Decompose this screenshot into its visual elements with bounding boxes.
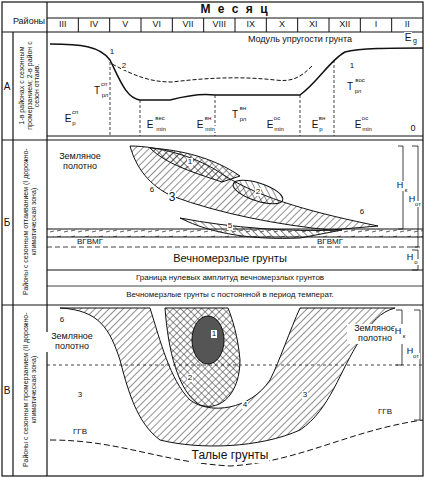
label: Земляное полотно: [46, 332, 98, 352]
label: 6: [149, 186, 155, 195]
row-description: 1-в районах с сезонным промерзанием; 2-в…: [18, 33, 41, 139]
label: Граница нулевых амплитуд вечномерзлых гр…: [135, 274, 325, 283]
label: VIII: [212, 20, 228, 30]
label: 2: [121, 62, 127, 71]
label: Б: [3, 217, 12, 228]
label: E: [404, 32, 413, 43]
label: min: [204, 126, 216, 133]
label: 6: [359, 208, 365, 217]
label: сп: [100, 81, 108, 88]
label: рл: [239, 116, 248, 123]
label: о: [413, 259, 418, 266]
label: XI: [308, 20, 319, 30]
label: 3: [77, 391, 83, 400]
label: 1: [109, 48, 115, 57]
label: 3: [168, 191, 177, 204]
label: 1: [349, 62, 355, 71]
label: min: [273, 126, 285, 133]
label: ГГВ: [377, 408, 393, 417]
label: к: [402, 333, 407, 340]
label: VI: [151, 20, 162, 30]
label: 5: [227, 222, 233, 231]
month-divider: [172, 18, 173, 32]
label: А: [3, 81, 12, 92]
label: 1: [187, 158, 193, 167]
label: ГГВ: [72, 428, 88, 437]
label: III: [58, 20, 68, 30]
label: 2: [255, 188, 261, 197]
label: 0: [409, 124, 416, 134]
month-divider: [266, 18, 267, 32]
month-divider: [329, 18, 330, 32]
row-description: Районы с сезонным оттаиванием (I дорожно…: [22, 141, 37, 303]
label: р: [318, 126, 323, 133]
label: сп: [71, 109, 79, 116]
label: min: [361, 126, 373, 133]
label: вн: [204, 115, 213, 122]
label: рл: [354, 88, 363, 95]
month-divider: [360, 18, 361, 32]
month-divider: [203, 18, 204, 32]
label: min: [155, 126, 167, 133]
label: ВГВМГ: [316, 238, 344, 247]
label: 3: [302, 391, 308, 400]
label: ВГВМГ: [76, 238, 104, 247]
label: рл: [101, 92, 110, 99]
label: от: [414, 201, 422, 208]
label: 1: [211, 330, 217, 339]
label: I: [374, 20, 379, 30]
label: р: [71, 120, 76, 127]
label: Модуль упругости грунта: [247, 35, 353, 45]
label: к: [404, 187, 409, 194]
label: В: [3, 385, 12, 396]
label: 4: [242, 401, 248, 410]
label: Талые грунты: [191, 449, 270, 462]
label: вос: [354, 77, 365, 84]
label: E: [146, 119, 155, 130]
label: V: [121, 20, 129, 30]
label: вн: [318, 115, 327, 122]
label: М е с я ц: [199, 3, 270, 16]
label: вн: [239, 105, 248, 112]
label: ос: [273, 115, 281, 122]
month-divider: [141, 18, 142, 32]
row-description: Районы с сезонным промерзанием (II дорож…: [22, 306, 37, 474]
label: II: [404, 20, 411, 30]
label: XII: [338, 20, 351, 30]
label: X: [278, 20, 286, 30]
label: Районы: [12, 17, 46, 27]
label: вес: [154, 115, 165, 122]
month-divider: [391, 18, 392, 32]
label: IX: [245, 20, 256, 30]
label: Вечномерзлые грунты с постоянной в перио…: [125, 291, 335, 300]
label: Вечномерзлые грунты: [172, 252, 288, 264]
label: IV: [89, 20, 100, 30]
month-divider: [109, 18, 110, 32]
label: 6: [59, 316, 65, 325]
label: ос: [361, 115, 369, 122]
label: g: [412, 37, 418, 45]
label: 2: [187, 374, 193, 383]
label: Земляное полотно: [52, 152, 109, 172]
label: от: [412, 353, 420, 360]
month-divider: [297, 18, 298, 32]
label: VII: [181, 20, 194, 30]
month-divider: [78, 18, 79, 32]
month-divider: [235, 18, 236, 32]
